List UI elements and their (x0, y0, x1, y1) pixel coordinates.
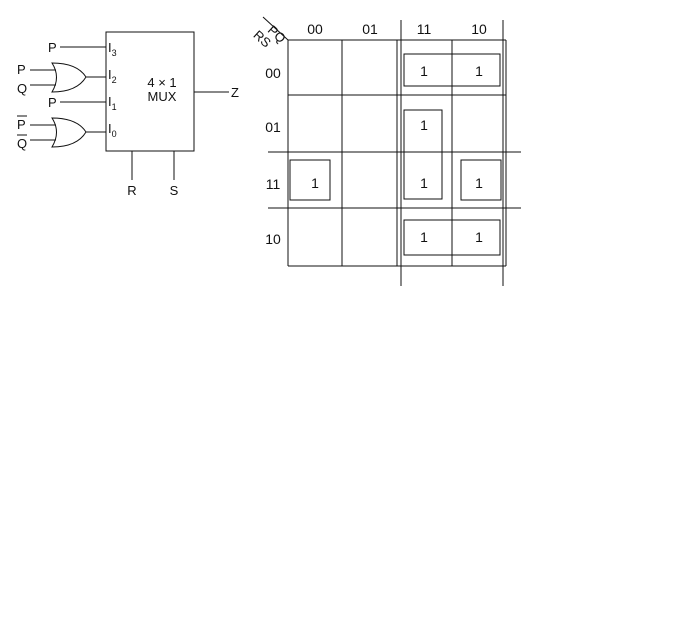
or-gate-2 (51, 62, 87, 93)
mux-label-name: MUX (148, 89, 177, 104)
kmap-row-header: 10 (265, 231, 281, 247)
mux-label-size: 4 × 1 (147, 75, 176, 90)
kmap-cell-value: 1 (420, 175, 428, 191)
kmap-group-wrap-left (289, 159, 331, 201)
input3-signal-label: P (48, 40, 57, 55)
kmap-cell-value: 1 (420, 117, 428, 133)
or-gate-0-input-b-label: Q (17, 136, 27, 151)
input-pin-0: I0 (108, 121, 117, 139)
mux-circuit: 4 × 1 MUX Z R S I3 I2 I1 I0 P P Q P P (17, 31, 239, 198)
kmap-col-header: 00 (307, 21, 323, 37)
kmap-corner-divider (262, 16, 289, 41)
input-pin-3: I3 (108, 40, 117, 58)
kmap-group-top-pair (403, 53, 501, 87)
kmap-row-header: 01 (265, 119, 281, 135)
kmap-cell-value: 1 (420, 229, 428, 245)
kmap-group-vertical-pair (403, 109, 443, 200)
kmap-cell-value: 1 (475, 63, 483, 79)
input-pin-2: I2 (108, 67, 117, 85)
kmap-cell-value: 1 (475, 175, 483, 191)
input-pin-1: I1 (108, 94, 117, 112)
select-label-s: S (170, 183, 179, 198)
kmap-group-bottom-pair (403, 219, 501, 256)
karnaugh-map: PQ RS 00 01 11 10 00 01 11 10 (250, 16, 521, 286)
or-gate-0 (51, 117, 87, 148)
kmap-group-wrap-right (460, 159, 502, 201)
output-label: Z (231, 85, 239, 100)
kmap-col-header: 11 (417, 21, 432, 37)
kmap-row-header: 11 (266, 176, 281, 192)
kmap-grid (268, 20, 521, 286)
kmap-cells: 1 1 1 1 1 1 1 1 (311, 63, 483, 245)
kmap-col-header: 01 (362, 21, 378, 37)
kmap-col-header: 10 (471, 21, 487, 37)
select-label-r: R (127, 183, 136, 198)
or-gate-2-input-b-label: Q (17, 81, 27, 96)
kmap-groupings (289, 53, 502, 256)
or-gate-0-input-a-label: P (17, 117, 26, 132)
kmap-cell-value: 1 (475, 229, 483, 245)
kmap-cell-value: 1 (311, 175, 319, 191)
kmap-row-header: 00 (265, 65, 281, 81)
or-gate-2-input-a-label: P (17, 62, 26, 77)
kmap-cell-value: 1 (420, 63, 428, 79)
input1-signal-label: P (48, 95, 57, 110)
